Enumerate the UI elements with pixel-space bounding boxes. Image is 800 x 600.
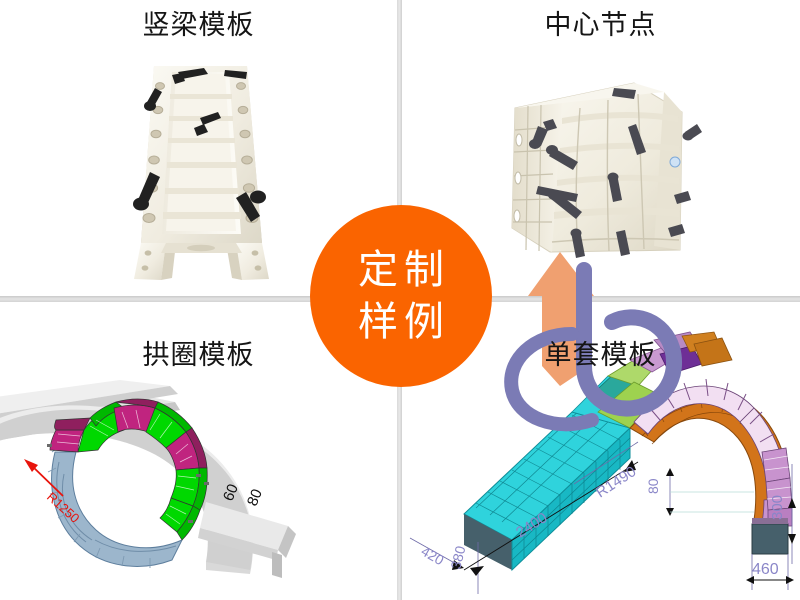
dimension-label-460: 460 (752, 561, 779, 578)
badge-line-1: 定制 (358, 247, 450, 293)
dimension-label-420: 420 (419, 543, 447, 569)
dimension-label-80: 80 (244, 487, 266, 509)
dimension-label-80: 80 (645, 478, 661, 494)
panel-title-vertical-beam: 竖梁模板 (142, 10, 255, 41)
dimension-label-300: 300 (769, 495, 786, 520)
panel-vertical-beam-formwork[interactable]: 竖梁模板 (0, 0, 397, 296)
panel-title-center-node: 中心节点 (544, 10, 657, 41)
beam-formwork-illustration (133, 66, 269, 280)
dimension-label-380: 380 (447, 544, 468, 571)
center-node-illustration (511, 82, 702, 258)
dimension-60-80: 60 80 (220, 482, 266, 509)
clamp-handle (529, 88, 702, 258)
arch-ring-cad-illustration: R1250 60 80 (0, 380, 296, 578)
custom-sample-badge[interactable]: 定制 样例 (310, 205, 492, 387)
dimension-label-60: 60 (220, 482, 242, 504)
panel-center-node-formwork[interactable]: 中心节点 (402, 0, 799, 296)
clamp-handle (172, 68, 208, 84)
panel-title-arch-ring: 拱圈模板 (142, 340, 255, 371)
panel-arch-ring-formwork[interactable]: R1250 60 80 拱圈模板 (0, 302, 397, 598)
badge-line-2: 样例 (358, 299, 450, 345)
